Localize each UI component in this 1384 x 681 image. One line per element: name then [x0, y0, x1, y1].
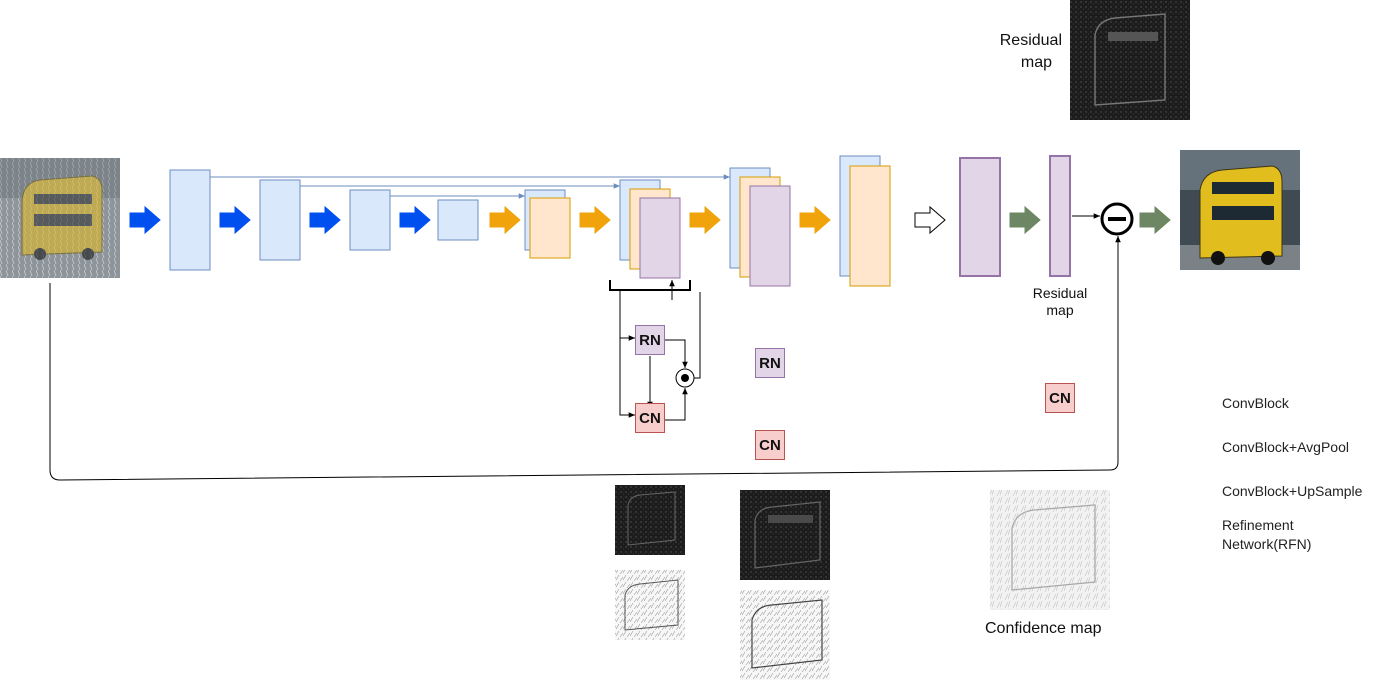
- legend-label-convblock-upsample: ConvBlock+UpSample: [1222, 483, 1363, 499]
- blue-arrow-icon: [129, 205, 161, 235]
- output-derained-image: [1180, 150, 1300, 270]
- legend-label-rfn: Refinement Network(RFN): [1222, 517, 1312, 552]
- residual-map-label-top: Residual map: [999, 32, 1062, 71]
- skip-connections: [210, 174, 730, 199]
- cn-node-2: CN: [755, 430, 785, 460]
- legend-label-convblock-avgpool: ConvBlock+AvgPool: [1222, 439, 1349, 455]
- encoder-block-4: [437, 199, 479, 241]
- orange-arrow-icon: [579, 205, 611, 235]
- green-arrow-icon: [1009, 205, 1041, 235]
- rn-node-1: RN: [635, 325, 665, 355]
- refinement-block: [959, 157, 1001, 277]
- cn-node-final: CN: [1045, 383, 1075, 413]
- blue-arrow-icon: [399, 205, 431, 235]
- residual-map-image-top: [1070, 0, 1190, 120]
- residual-map-label-mid: Residual map: [1032, 285, 1088, 318]
- flow-arrows: [129, 205, 1171, 235]
- subtract-operator: [1100, 202, 1134, 236]
- residual-map-image-1: [615, 485, 685, 555]
- confidence-map-image-2: [740, 590, 830, 680]
- residual-output-block: [1049, 155, 1071, 277]
- white-arrow-icon: [914, 205, 946, 235]
- blue-arrow-icon: [309, 205, 341, 235]
- orange-arrow-icon: [799, 205, 831, 235]
- hadamard-operator-1: [675, 368, 695, 388]
- branch-1-connectors: [609, 280, 701, 421]
- decoder-stack-4: [839, 155, 891, 287]
- decoder-stack-3: [729, 167, 791, 287]
- blue-arrow-icon: [219, 205, 251, 235]
- encoder-block-1: [169, 169, 211, 271]
- confidence-map-image-final: [990, 490, 1110, 610]
- green-arrow-icon: [1139, 205, 1171, 235]
- legend-label-convblock: ConvBlock: [1222, 395, 1289, 411]
- orange-arrow-icon: [489, 205, 521, 235]
- decoder-stack-2: [619, 179, 681, 279]
- orange-arrow-icon: [689, 205, 721, 235]
- rn-node-2: RN: [755, 348, 785, 378]
- input-rainy-image: [0, 158, 120, 278]
- confidence-map-label: Confidence map: [985, 620, 1102, 637]
- cn-node-1: CN: [635, 403, 665, 433]
- residual-map-image-2: [740, 490, 830, 580]
- encoder-block-3: [349, 189, 391, 251]
- encoder-block-2: [259, 179, 301, 261]
- input-bypass-line: [49, 236, 1121, 481]
- confidence-map-image-1: [615, 570, 685, 640]
- decoder-stack-1: [524, 189, 571, 259]
